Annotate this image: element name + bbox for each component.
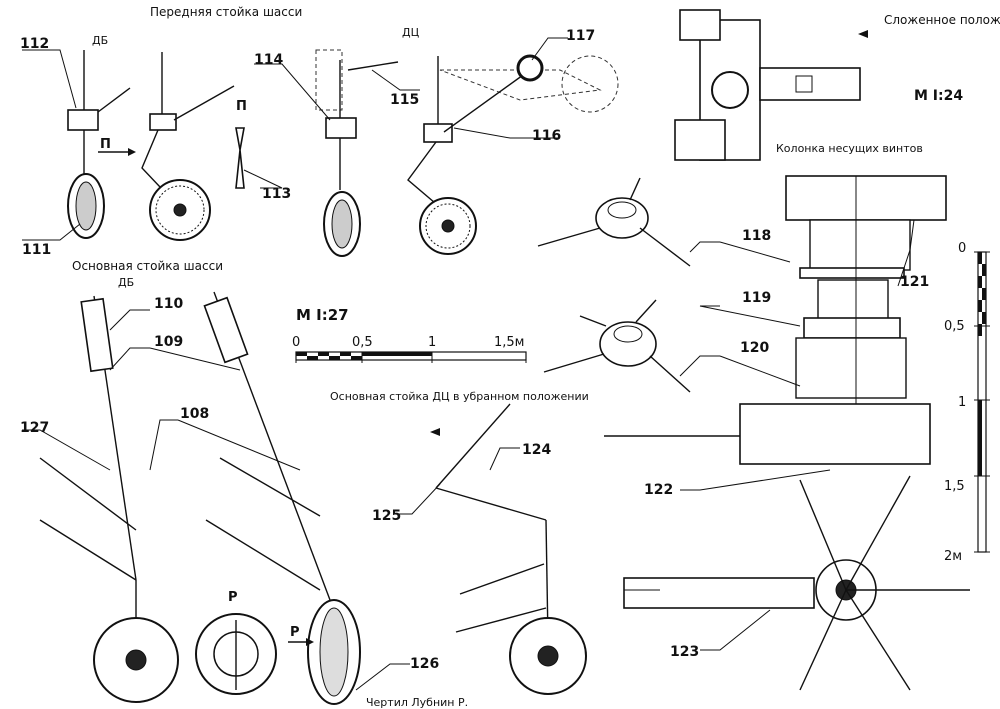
swashplate-lower: [543, 299, 691, 393]
retracted-main-gear: [435, 403, 587, 695]
part-124: 124: [522, 442, 551, 458]
caption-db-2: ДБ: [118, 276, 134, 289]
scale-bar-1-tick-3: 1,5м: [494, 335, 524, 350]
nose-gear-view-1: [67, 50, 131, 239]
caption-r-2: Р: [290, 625, 300, 640]
nose-gear-view-4: [407, 54, 619, 255]
part-112: 112: [20, 36, 49, 52]
part-118: 118: [742, 228, 771, 244]
nose-gear-view-2: [141, 52, 235, 241]
part-122: 122: [644, 482, 673, 498]
scale-bar-2-tick-4: 2м: [944, 549, 962, 564]
part-111: 111: [22, 242, 51, 258]
part-123: 123: [670, 644, 699, 660]
caption-retracted: Основная стойка ДЦ в убранном положении: [330, 390, 589, 403]
part-113: 113: [262, 186, 291, 202]
part-109: 109: [154, 334, 183, 350]
scale-bar-2-tick-3: 1,5: [944, 479, 965, 494]
scale-bar-2-tick-0: 0: [958, 241, 966, 256]
caption-scale-big: М I:24: [914, 88, 963, 104]
rotor-hub: [623, 475, 970, 691]
folded-rotor-head: [674, 9, 861, 161]
part-115: 115: [390, 92, 419, 108]
scale-bar-2-tick-2: 1: [958, 395, 966, 410]
part-108: 108: [180, 406, 209, 422]
scale-bar-2-tick-1: 0,5: [944, 319, 965, 334]
leader-lines: [22, 37, 915, 691]
caption-r-1: Р: [228, 590, 238, 605]
rotor-column: [604, 175, 947, 465]
scale-bar-1: М I:27 0 0,5 1 1,5м: [292, 306, 527, 363]
part-114: 114: [254, 52, 283, 68]
main-gear-view-2: [203, 291, 361, 705]
caption-db-1: ДБ: [92, 34, 108, 47]
arrow-marker: [858, 30, 868, 38]
part-120: 120: [740, 340, 769, 356]
caption-p-2: П: [236, 99, 247, 114]
caption-nose-gear: Передняя стойка шасси: [150, 5, 302, 19]
arrow-marker: [430, 428, 440, 436]
caption-p-1: П: [100, 137, 111, 152]
arrow-r-head: [306, 638, 314, 646]
part-125: 125: [372, 508, 401, 524]
part-121: 121: [900, 274, 929, 290]
part-116: 116: [532, 128, 561, 144]
part-126: 126: [410, 656, 439, 672]
part-117: 117: [566, 28, 595, 44]
scale-bar-1-title: М I:27: [296, 306, 349, 324]
main-gear-view-1: [39, 295, 179, 703]
nose-gear-view-3: [315, 49, 399, 257]
scale-bar-1-tick-0: 0: [292, 335, 300, 350]
caption-dc-1: ДЦ: [402, 26, 420, 39]
part-119: 119: [742, 290, 771, 306]
part-110: 110: [154, 296, 183, 312]
scale-bar-1-tick-1: 0,5: [352, 335, 373, 350]
caption-main-gear: Основная стойка шасси: [72, 259, 223, 273]
caption-author: Чертил Лубнин Р.: [366, 696, 468, 709]
caption-rotor-column: Колонка несущих винтов: [776, 142, 923, 155]
caption-folded: Сложенное положение: [884, 13, 1000, 27]
swashplate-upper: [537, 177, 691, 267]
part-127: 127: [20, 420, 49, 436]
main-gear-wheel-front: [195, 613, 277, 695]
arrow-p-head: [128, 148, 136, 156]
scale-bar-2: 0 0,5 1 1,5 2м: [944, 241, 990, 564]
scale-bar-1-tick-2: 1: [428, 335, 436, 350]
part-callouts: 112 111 113 114 115 117 116 118 119 120 …: [20, 28, 929, 672]
link-detail-113: [235, 127, 245, 189]
